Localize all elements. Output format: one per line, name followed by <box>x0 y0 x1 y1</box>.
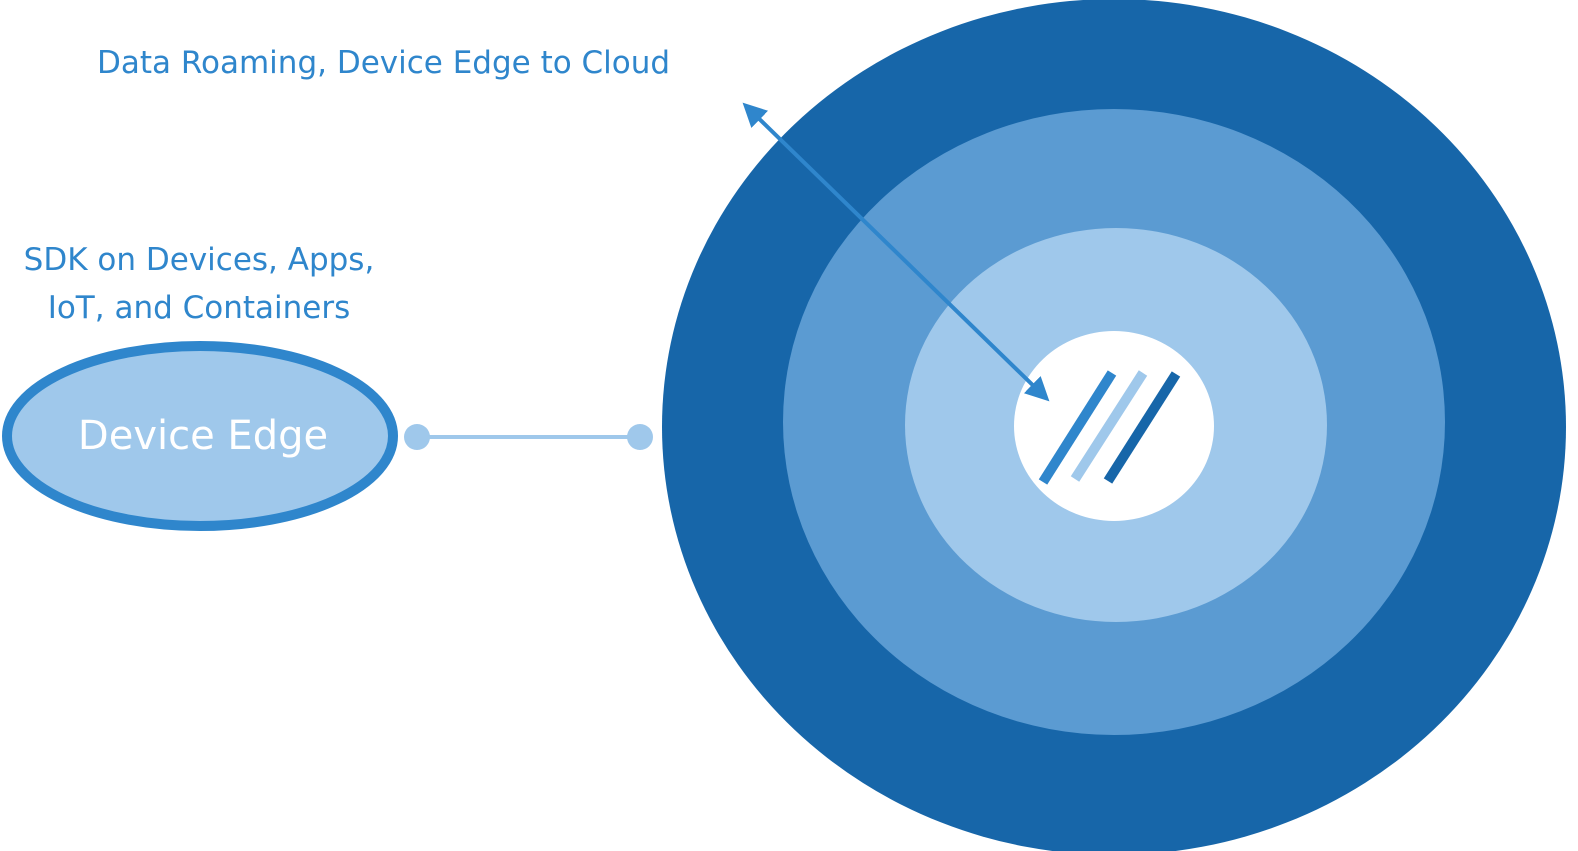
connector-dot-right <box>627 424 653 450</box>
sdk-caption-line-2: IoT, and Containers <box>48 290 351 326</box>
data-roaming-caption: Data Roaming, Device Edge to Cloud <box>97 45 670 81</box>
logo-bar-1 <box>1038 370 1117 485</box>
sdk-caption-line-1: SDK on Devices, Apps, <box>24 242 375 278</box>
triple-slash-logo-icon <box>1038 370 1181 485</box>
device-edge-label: Device Edge <box>78 413 328 459</box>
device-edge-node <box>2 341 398 531</box>
double-headed-arrow-icon <box>742 102 1050 402</box>
connector-dot-left <box>404 424 430 450</box>
logo-bar-2 <box>1070 370 1148 482</box>
logo-bar-3 <box>1103 371 1181 484</box>
edge-connector <box>404 424 653 450</box>
